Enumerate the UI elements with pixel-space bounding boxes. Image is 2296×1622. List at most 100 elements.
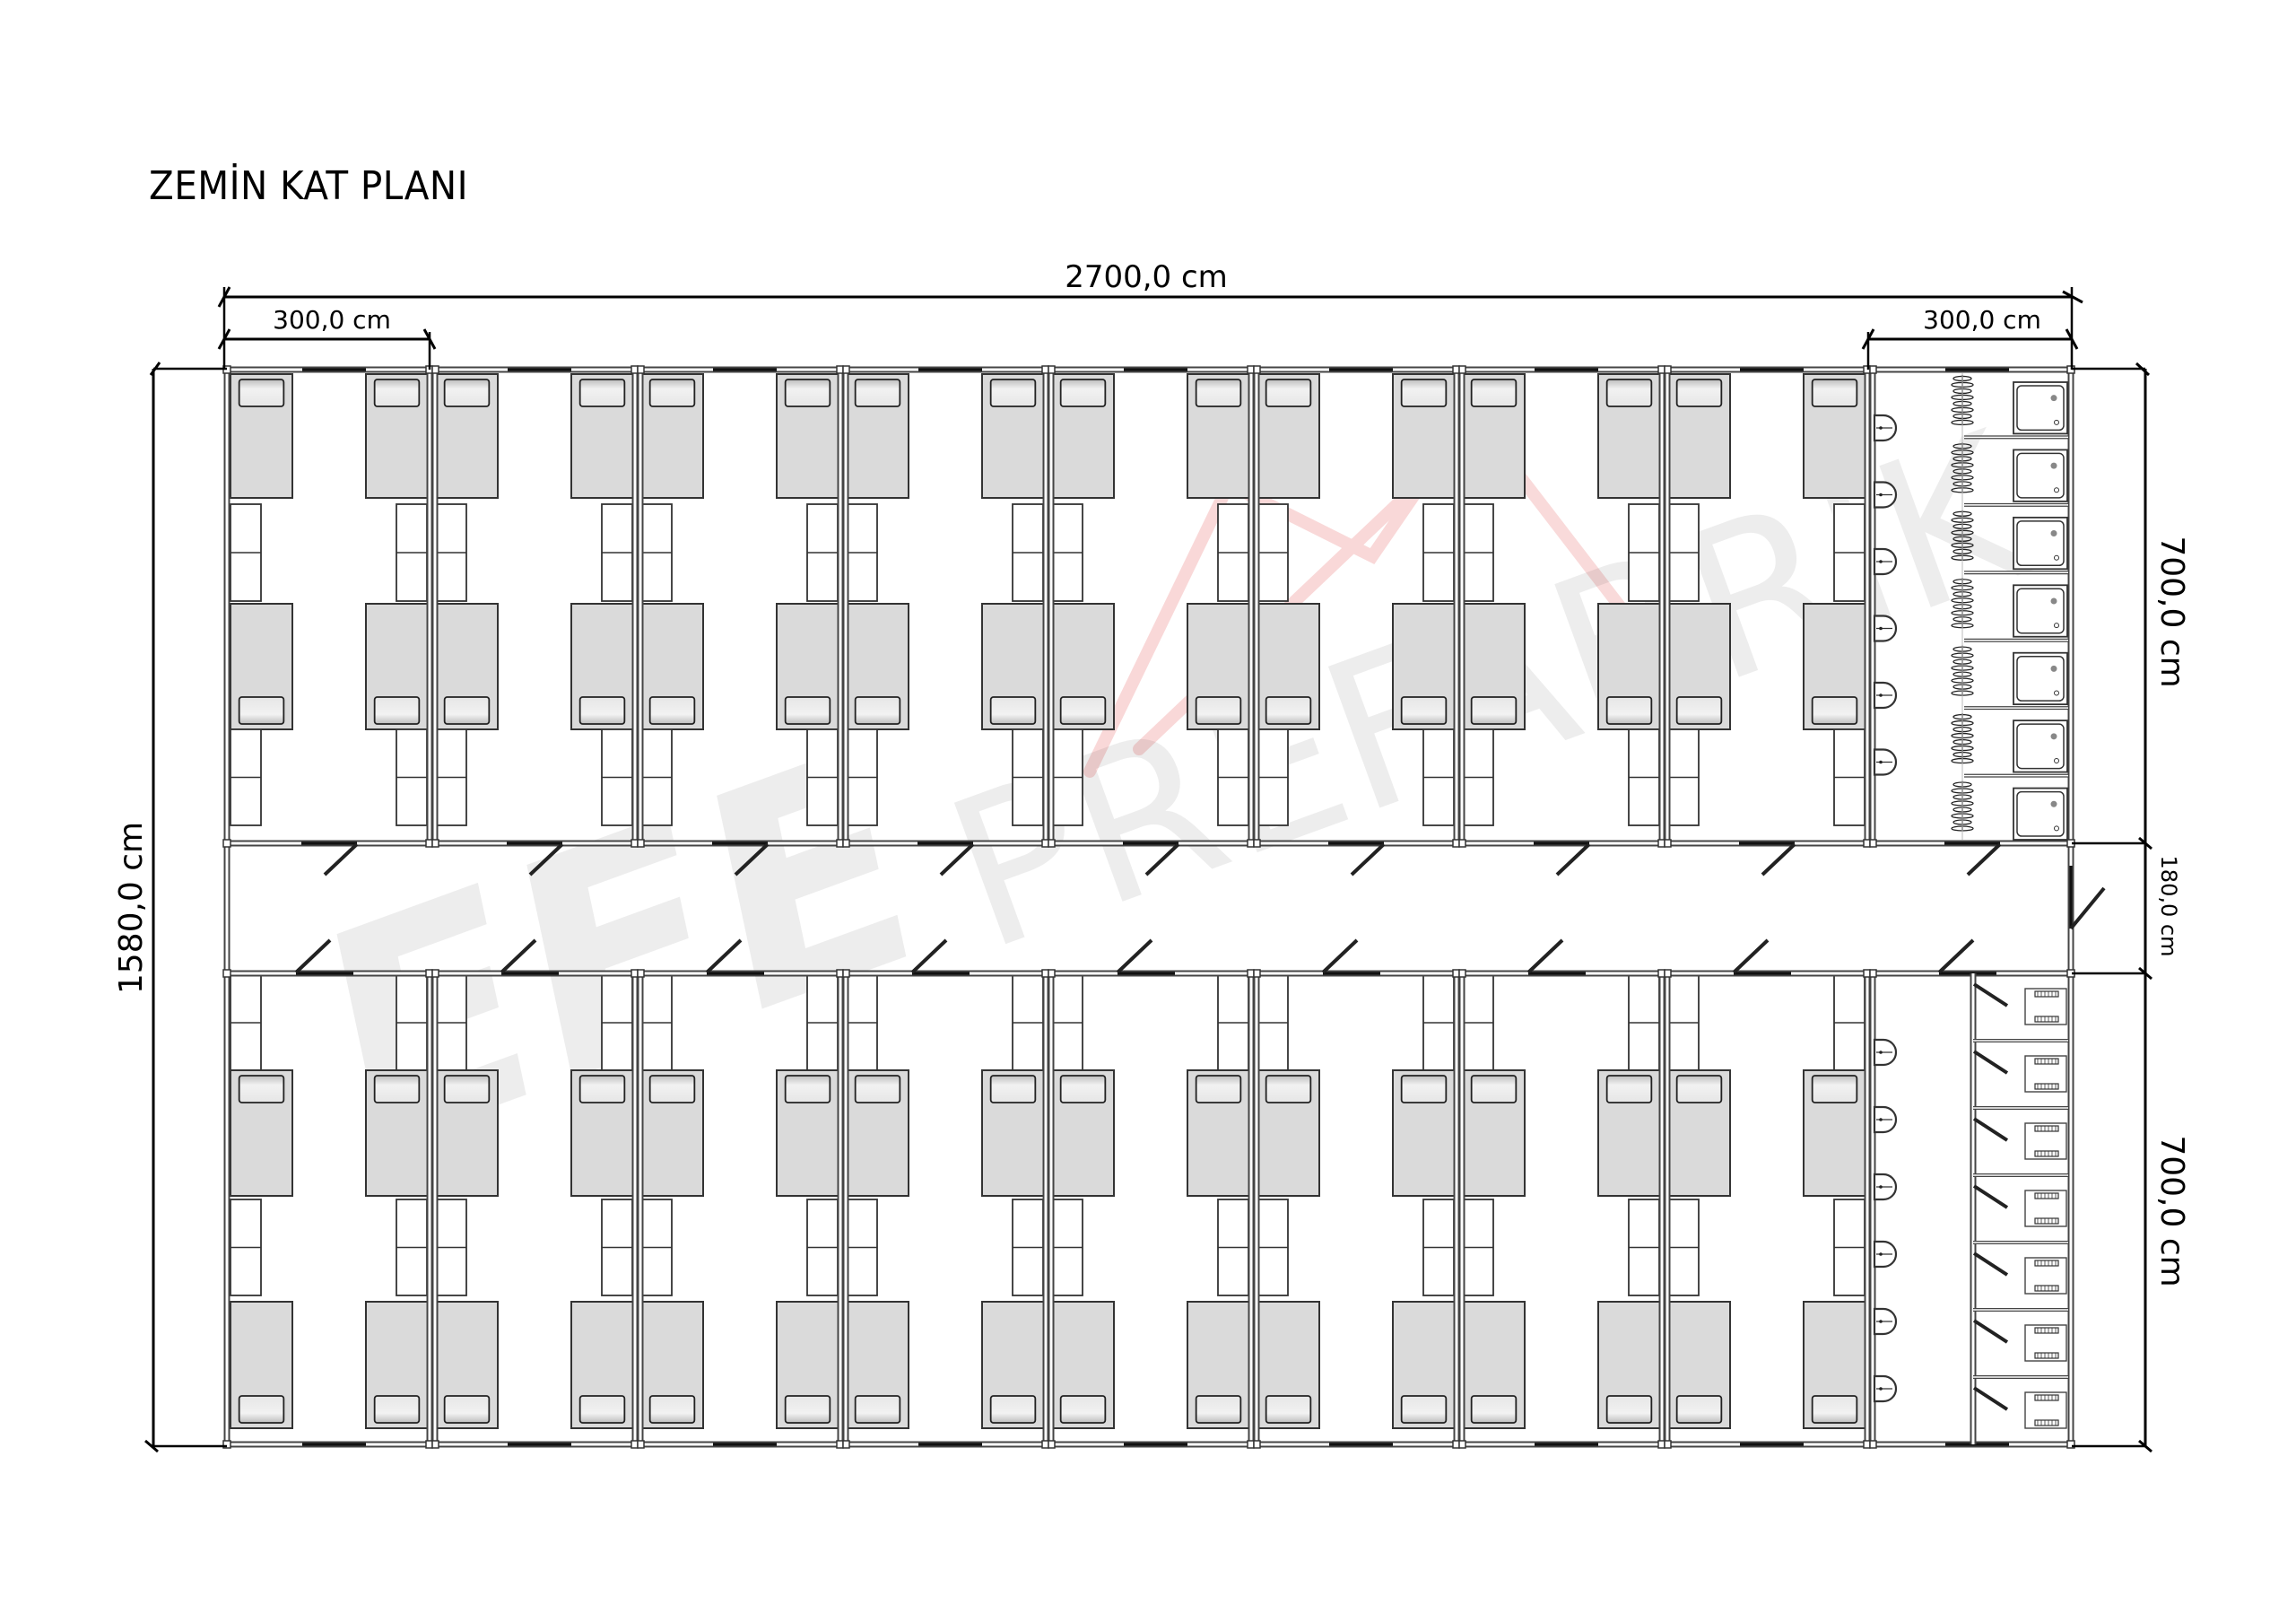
column: [637, 839, 645, 848]
wardrobe: [230, 974, 262, 1071]
sink-icon: [1873, 1374, 1898, 1403]
pillow-icon: [1195, 379, 1242, 407]
sink-icon: [1873, 1240, 1898, 1269]
wardrobe: [1051, 503, 1083, 602]
bed: [570, 1301, 634, 1429]
dimension-overall-depth: 1580,0 cm: [113, 362, 227, 1453]
wardrobe: [640, 974, 673, 1071]
pillow-icon: [648, 1075, 696, 1103]
column: [1452, 365, 1460, 374]
bedroom-module: [1658, 370, 1866, 843]
column: [1253, 1440, 1261, 1449]
wardrobe: [435, 1199, 467, 1296]
bed: [776, 1069, 839, 1197]
bed: [1051, 1069, 1115, 1197]
column: [1253, 839, 1261, 848]
pillow-icon: [1470, 696, 1518, 725]
column: [836, 839, 844, 848]
bedroom-block-bottom: [230, 973, 1866, 1444]
pillow-icon: [1265, 379, 1312, 407]
squat-toilet-icon: [2024, 1257, 2067, 1295]
squat-toilet-icon: [2024, 1190, 2067, 1227]
bed: [1051, 603, 1115, 730]
wardrobe: [846, 728, 878, 826]
drain-icon: [2054, 623, 2059, 629]
bedroom-block-top: [230, 370, 1866, 843]
bed: [365, 373, 429, 499]
column: [637, 969, 645, 978]
door-leaf-icon: [910, 938, 948, 974]
wardrobe: [1833, 1199, 1866, 1296]
bed: [1257, 1069, 1320, 1197]
wardrobe: [1217, 503, 1249, 602]
bed: [776, 373, 839, 499]
wardrobe: [601, 503, 633, 602]
shower-block: [1873, 373, 2068, 841]
column: [431, 1440, 439, 1449]
bed: [570, 373, 634, 499]
pillow-icon: [854, 379, 901, 407]
door-leaf-icon: [1526, 938, 1564, 974]
bed: [1187, 1301, 1250, 1429]
bed: [365, 603, 429, 730]
door-leaf-icon: [500, 938, 537, 974]
pillow-icon: [989, 1395, 1037, 1424]
bed: [1667, 373, 1731, 499]
wc-door-leaf-icon: [1972, 1117, 2009, 1142]
squat-toilet-icon: [2024, 1122, 2067, 1160]
bed: [640, 1301, 704, 1429]
bed: [1257, 1301, 1320, 1429]
wardrobe: [1422, 728, 1455, 826]
door-leaf-icon: [705, 938, 743, 974]
pillow-icon: [578, 696, 626, 725]
wardrobe: [1051, 1199, 1083, 1296]
bed: [1051, 1301, 1115, 1429]
column: [425, 969, 433, 978]
bedroom-module: [1658, 973, 1866, 1444]
bed: [640, 603, 704, 730]
wardrobe: [1462, 974, 1494, 1071]
bed: [846, 373, 909, 499]
end-door-leaf-icon: [2069, 886, 2106, 930]
pillow-icon: [1400, 379, 1448, 407]
pillow-icon: [1675, 379, 1723, 407]
bed: [1392, 603, 1456, 730]
bed: [435, 603, 499, 730]
bed: [981, 603, 1045, 730]
column: [1048, 365, 1056, 374]
squat-toilet-icon: [2024, 1391, 2067, 1429]
bed: [1597, 1069, 1661, 1197]
pillow-icon: [578, 1075, 626, 1103]
wardrobe: [435, 974, 467, 1071]
pillow-icon: [578, 1395, 626, 1424]
wardrobe: [1462, 1199, 1494, 1296]
pillow-icon: [1195, 696, 1242, 725]
wardrobe: [1833, 974, 1866, 1071]
drain-icon: [2054, 690, 2059, 696]
column: [2066, 1440, 2075, 1449]
bed: [776, 603, 839, 730]
column: [425, 1440, 433, 1449]
bed: [1257, 373, 1320, 499]
pillow-icon: [443, 1075, 491, 1103]
wardrobe: [1628, 728, 1660, 826]
bed: [230, 373, 293, 499]
pillow-icon: [238, 1075, 285, 1103]
pillow-icon: [648, 379, 696, 407]
pillow-icon: [373, 379, 421, 407]
bed: [230, 1301, 293, 1429]
column: [1452, 969, 1460, 978]
column: [1041, 969, 1049, 978]
pillow-icon: [1811, 1075, 1858, 1103]
bed: [1392, 373, 1456, 499]
column: [1452, 839, 1460, 848]
bedroom-module: [1453, 370, 1661, 843]
bed: [846, 603, 909, 730]
bed: [1392, 1069, 1456, 1197]
column: [1657, 969, 1665, 978]
pillow-icon: [1470, 379, 1518, 407]
dimension-module-left-label: 300,0 cm: [273, 305, 391, 335]
wc-door-leaf-icon: [1972, 1184, 2009, 1209]
column: [1041, 839, 1049, 848]
column: [637, 365, 645, 374]
